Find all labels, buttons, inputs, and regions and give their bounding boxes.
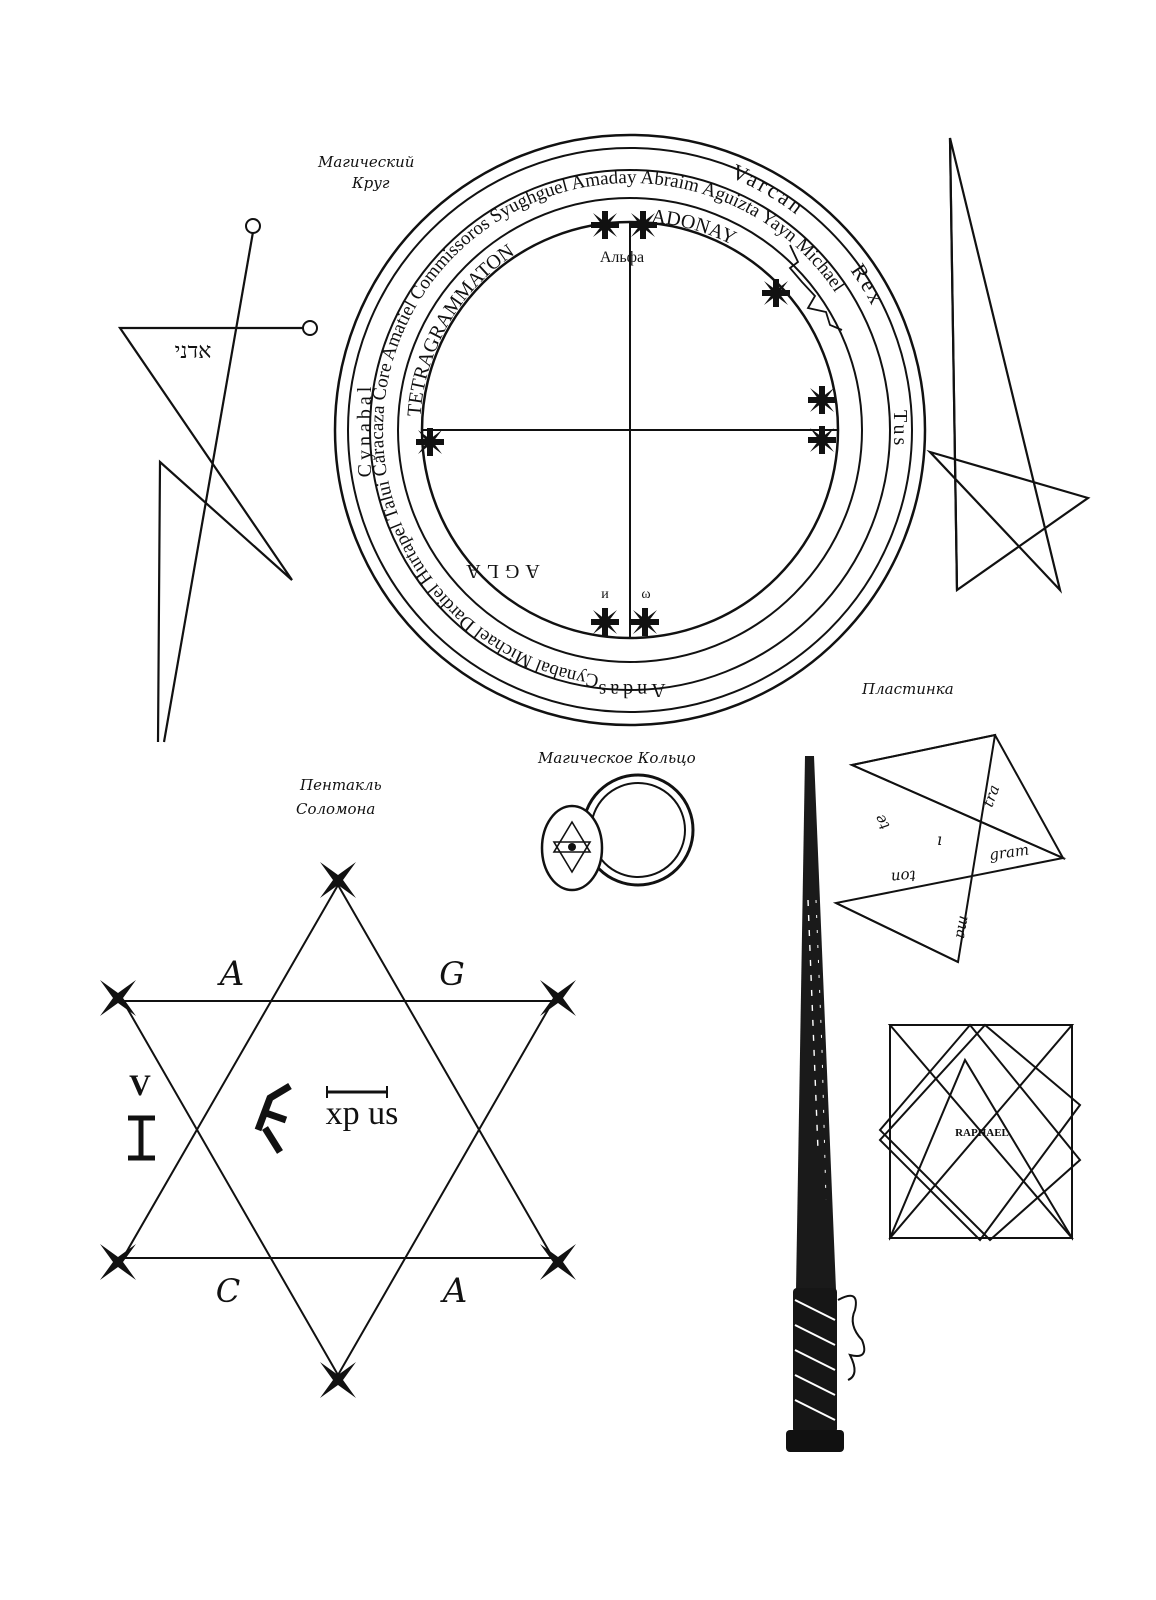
cross-icon <box>320 1362 356 1398</box>
magic-wand <box>786 756 866 1452</box>
caption-pentacle-2: Соломона <box>296 800 375 818</box>
outer-ring-tus: Tus <box>889 410 911 448</box>
caption-magic-circle-1: Магический <box>317 153 414 171</box>
caption-plate: Пластинка <box>861 680 954 698</box>
outer-ring-andas: Andas <box>594 679 665 701</box>
cross-icon <box>100 980 136 1016</box>
raphael-seal: RAPHAEL <box>878 1023 1082 1242</box>
omega-label-left: и <box>601 587 609 602</box>
pentacle-letter-c: C <box>216 1272 240 1310</box>
svg-text:Andas: Andas <box>594 679 665 701</box>
plate-word-te: te <box>870 811 893 833</box>
cross-icon <box>540 1244 576 1280</box>
cross-icon <box>762 279 790 307</box>
plate-word-ton: ton <box>890 867 916 887</box>
pentacle-letter-v: V <box>129 1069 151 1102</box>
raphael-label: RAPHAEL <box>955 1127 1009 1139</box>
cross-icon <box>591 211 619 239</box>
plate-word-gram: gram <box>988 841 1030 864</box>
caption-magic-circle-2: Круг <box>351 174 390 192</box>
cross-icon <box>808 426 836 454</box>
magic-ring <box>540 773 695 892</box>
pentacle-center-text: xp us <box>326 1095 399 1132</box>
plate-word-tra: tra <box>979 782 1003 809</box>
svg-text:Rex: Rex <box>846 259 891 311</box>
outer-ring-cynabal: Cynabal <box>354 383 376 478</box>
left-sigil: אדני <box>117 218 318 743</box>
omega-label-right: ω <box>641 587 650 602</box>
svg-text:ADONAY: ADONAY <box>650 205 739 249</box>
plate-word-ma: ma <box>952 914 974 940</box>
solomon-pentacle: A G C A V xp us <box>100 862 576 1398</box>
cross-icon <box>416 428 444 456</box>
agla-label: AGLA <box>460 560 540 582</box>
cross-icon <box>629 211 657 239</box>
pentacle-letter-g: G <box>439 955 465 993</box>
wavy-sigil <box>788 244 843 331</box>
cross-icon <box>591 608 619 636</box>
cross-icon <box>631 608 659 636</box>
plate-pentagram: tra gram ma ton te ı <box>832 733 1067 964</box>
cross-icon <box>540 980 576 1016</box>
plate-center-mark: ı <box>937 830 942 849</box>
svg-text:Tus: Tus <box>889 410 911 448</box>
svg-text:Cynabal: Cynabal <box>354 383 376 478</box>
cross-icon <box>808 386 836 414</box>
pentacle-letter-a-top: A <box>217 954 245 994</box>
caption-magic-ring: Магическое Кольцо <box>537 749 696 767</box>
pentacle-letter-a-bottom: A <box>440 1271 468 1311</box>
alpha-label: Альфа <box>600 249 644 266</box>
outer-ring-rex: Rex <box>846 259 888 311</box>
svg-text:AGLA: AGLA <box>460 560 540 582</box>
tau-glyph <box>128 1115 155 1161</box>
alpha-glyph <box>254 1082 292 1154</box>
magic-circle: Varcan Rex Tus Andas Cynabal Cynabal Mic… <box>333 133 927 727</box>
adonay-label: ADONAY <box>650 205 739 249</box>
hebrew-sigil-text: אדני <box>175 338 212 363</box>
right-sigil <box>926 137 1091 594</box>
cross-icon <box>320 862 356 898</box>
cross-icon <box>100 1244 136 1280</box>
caption-pentacle-1: Пентакль <box>299 776 382 794</box>
